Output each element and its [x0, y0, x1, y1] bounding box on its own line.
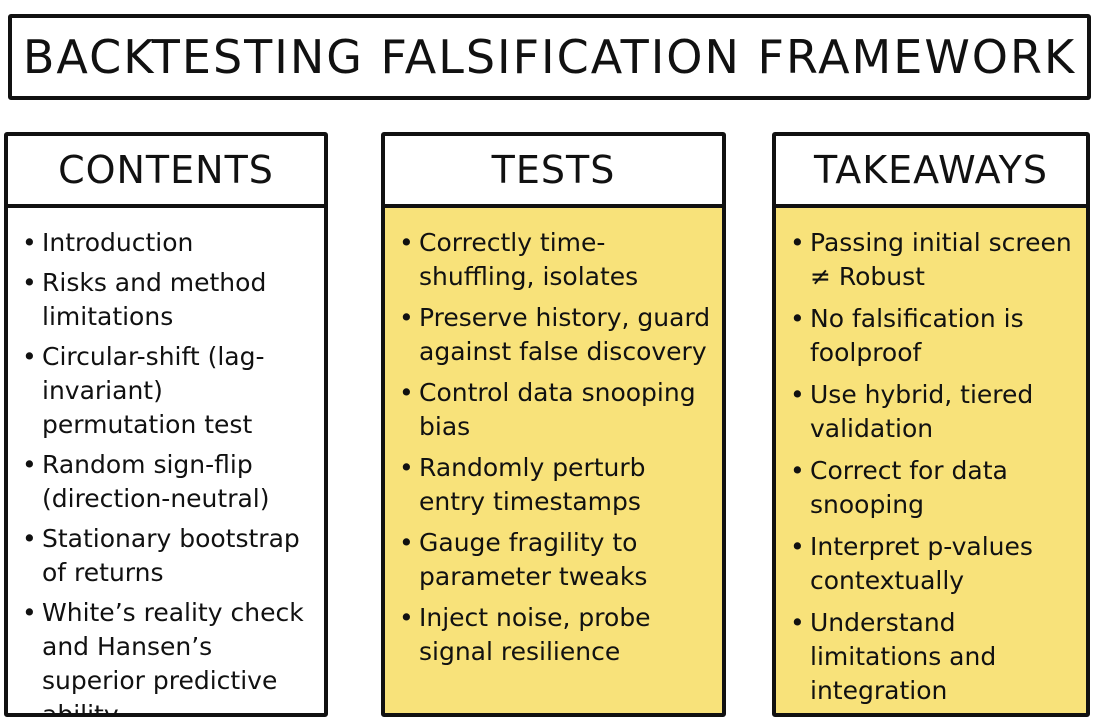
bullet-mark: • — [22, 450, 37, 479]
tests-item-preserve-history: •Preserve history, guard against false d… — [397, 301, 714, 369]
list-item-text: Control data snooping bias — [419, 378, 696, 441]
tests-item-fragility: •Gauge fragility to parameter tweaks — [397, 526, 714, 594]
contents-header: CONTENTS — [8, 136, 324, 208]
list-item-text: Correctly time-shuffling, isolates — [419, 228, 639, 291]
bullet-mark: • — [22, 342, 37, 371]
bullet-mark: • — [22, 524, 37, 553]
bullet-mark: • — [790, 456, 805, 485]
takeaways-body: •Passing initial screen ≠ Robust •No fal… — [776, 208, 1086, 713]
list-item-text: Introduction — [42, 228, 194, 257]
takeaways-item-correct-snooping: •Correct for data snooping — [788, 454, 1078, 522]
takeaways-item-limitations: •Understand limitations and integration — [788, 606, 1078, 708]
contents-item-risks: •Risks and method limitations — [20, 266, 316, 334]
bullet-mark: • — [399, 303, 414, 332]
list-item-text: Passing initial screen ≠ Robust — [810, 228, 1072, 291]
contents-list: •Introduction •Risks and method limitati… — [20, 226, 316, 717]
list-item-text: White’s reality check and Hansen’s super… — [42, 598, 304, 717]
list-item-text: Random sign-flip (direction-neutral) — [42, 450, 270, 513]
contents-item-bootstrap: •Stationary bootstrap of returns — [20, 522, 316, 590]
list-item-text: Randomly perturb entry timestamps — [419, 453, 646, 516]
list-item-text: Circular-shift (lag-invariant) permutati… — [42, 342, 265, 439]
bullet-mark: • — [399, 453, 414, 482]
takeaways-header: TAKEAWAYS — [776, 136, 1086, 208]
bullet-mark: • — [399, 603, 414, 632]
tests-item-perturb-timestamps: •Randomly perturb entry timestamps — [397, 451, 714, 519]
list-item-text: No falsification is foolproof — [810, 304, 1024, 367]
bullet-mark: • — [399, 378, 414, 407]
list-item-text: Correct for data snooping — [810, 456, 1008, 519]
tests-list: •Correctly time-shuffling, isolates •Pre… — [397, 226, 714, 669]
contents-body: •Introduction •Risks and method limitati… — [8, 208, 324, 717]
tests-body: •Correctly time-shuffling, isolates •Pre… — [385, 208, 722, 713]
bullet-mark: • — [399, 528, 414, 557]
takeaways-item-passing-screen: •Passing initial screen ≠ Robust — [788, 226, 1078, 294]
tests-item-inject-noise: •Inject noise, probe signal resilience — [397, 601, 714, 669]
bullet-mark: • — [790, 304, 805, 333]
bullet-mark: • — [790, 608, 805, 637]
diagram-title: BACKTESTING FALSIFICATION FRAMEWORK — [22, 30, 1077, 84]
contents-item-introduction: •Introduction — [20, 226, 316, 260]
contents-header-label: CONTENTS — [58, 148, 274, 192]
contents-item-reality-check: •White’s reality check and Hansen’s supe… — [20, 596, 316, 717]
contents-item-sign-flip: •Random sign-flip (direction-neutral) — [20, 448, 316, 516]
takeaways-item-hybrid-validation: •Use hybrid, tiered validation — [788, 378, 1078, 446]
list-item-text: Risks and method limitations — [42, 268, 267, 331]
takeaways-item-p-values: •Interpret p-values contextually — [788, 530, 1078, 598]
tests-header-label: TESTS — [491, 148, 616, 192]
takeaways-list: •Passing initial screen ≠ Robust •No fal… — [788, 226, 1078, 708]
takeaways-panel: TAKEAWAYS •Passing initial screen ≠ Robu… — [772, 132, 1090, 717]
list-item-text: Preserve history, guard against false di… — [419, 303, 711, 366]
bullet-mark: • — [790, 380, 805, 409]
contents-item-circular-shift: •Circular-shift (lag-invariant) permutat… — [20, 340, 316, 442]
bullet-mark: • — [22, 268, 37, 297]
tests-item-data-snooping: •Control data snooping bias — [397, 376, 714, 444]
bullet-mark: • — [22, 228, 37, 257]
tests-item-time-shuffling: •Correctly time-shuffling, isolates — [397, 226, 714, 294]
title-banner: BACKTESTING FALSIFICATION FRAMEWORK — [8, 14, 1091, 100]
contents-panel: CONTENTS •Introduction •Risks and method… — [4, 132, 328, 717]
bullet-mark: • — [790, 228, 805, 257]
bullet-mark: • — [22, 598, 37, 627]
list-item-text: Understand limitations and integration — [810, 608, 997, 705]
list-item-text: Stationary bootstrap of returns — [42, 524, 300, 587]
list-item-text: Gauge fragility to parameter tweaks — [419, 528, 648, 591]
tests-panel: TESTS •Correctly time-shuffling, isolate… — [381, 132, 726, 717]
list-item-text: Inject noise, probe signal resilience — [419, 603, 651, 666]
list-item-text: Use hybrid, tiered validation — [810, 380, 1034, 443]
bullet-mark: • — [399, 228, 414, 257]
takeaways-header-label: TAKEAWAYS — [814, 148, 1048, 192]
takeaways-item-no-foolproof: •No falsification is foolproof — [788, 302, 1078, 370]
bullet-mark: • — [790, 532, 805, 561]
tests-header: TESTS — [385, 136, 722, 208]
list-item-text: Interpret p-values contextually — [810, 532, 1033, 595]
